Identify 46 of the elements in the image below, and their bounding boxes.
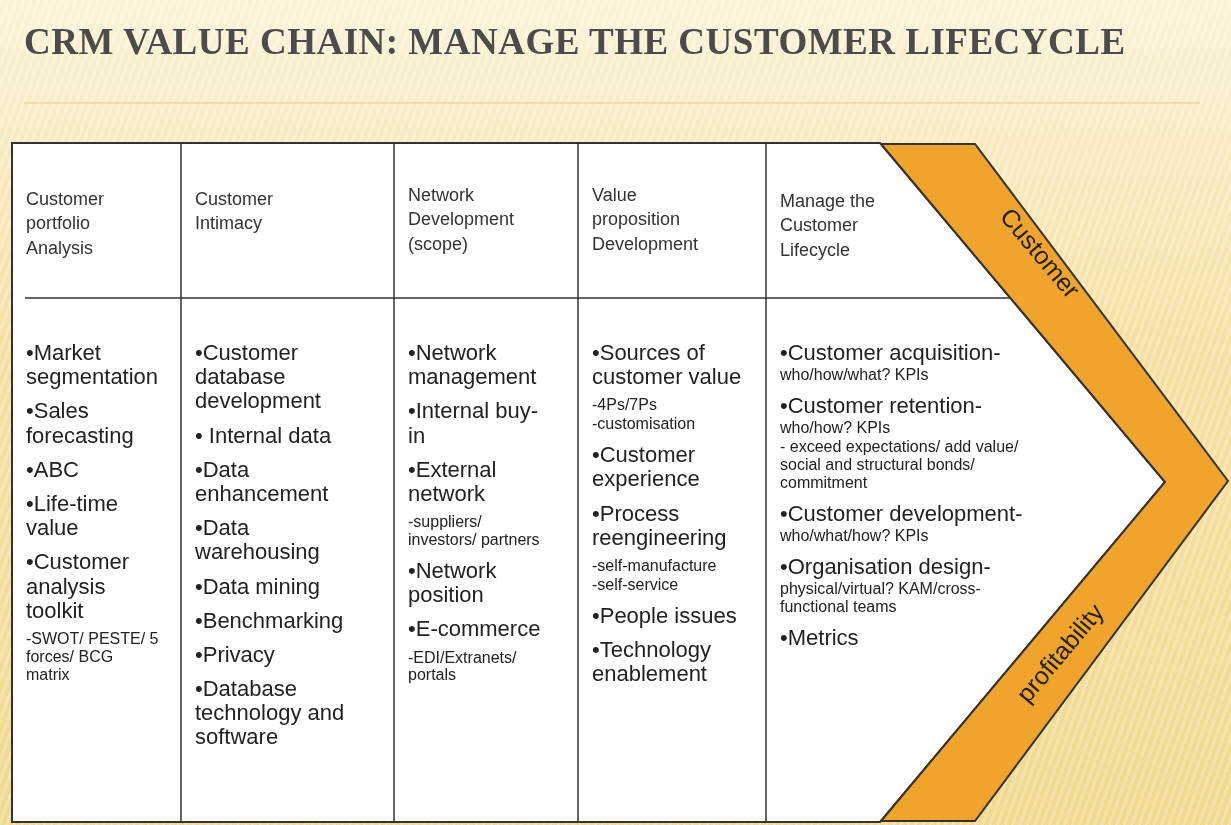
bullet-item: • Internal data <box>195 423 333 448</box>
bullet-item: •Benchmarking <box>195 608 345 633</box>
sub-item: -customisation <box>592 415 697 434</box>
sub-item: who/how/what? KPIs <box>780 366 930 385</box>
bullet-item: •Customer analysis toolkit <box>26 550 131 623</box>
bullet-item: •Data mining <box>195 574 322 599</box>
bullet-item: •Data enhancement <box>195 457 330 507</box>
bullet-item: •Sales forecasting <box>26 399 135 448</box>
bullet-item: •Market segmentation <box>26 341 160 390</box>
bullet-item: •Database technology and software <box>195 677 346 750</box>
bullet-item: •Customer acquisition- <box>780 341 1002 366</box>
bullet-item: •Life-time value <box>26 491 120 541</box>
sub-item: physical/virtual? KAM/cross-functional teams <box>780 580 982 616</box>
bullet-item: •Customer experience <box>592 443 701 492</box>
sub-item: who/what/how? KPIs <box>780 527 930 545</box>
sub-item: -self-service <box>592 575 680 594</box>
bullet-item: •Privacy <box>195 642 276 668</box>
bullet-item: •Customer retention- <box>780 394 984 419</box>
bullet-item: •Sources of customer value <box>592 341 743 390</box>
column-heading: Manage the Customer Lifecycle <box>780 190 877 262</box>
bullet-item: •Internal buy-in <box>408 399 539 448</box>
sub-item: - exceed expectations/ add value/ social and structural bonds/ commitment <box>780 438 1020 492</box>
slide-title: CRM VALUE CHAIN: MANAGE THE CUSTOMER LIFECYCLE <box>24 20 1126 63</box>
bullet-item: •Process reengineering <box>592 501 728 550</box>
column-heading: Network Development (scope) <box>408 184 516 256</box>
sub-item: -self-manufacture <box>592 556 718 575</box>
bullet-item: •Technology enablement <box>592 637 712 687</box>
column-heading: Value proposition Development <box>592 184 700 256</box>
bullet-item: •ABC <box>26 457 80 482</box>
sub-item: -EDI/Extranets/ portals <box>408 648 518 685</box>
bullet-item: •External network <box>408 457 498 507</box>
column-heading: Customer portfolio Analysis <box>26 188 106 260</box>
bullet-item: •Data warehousing <box>195 516 321 565</box>
sub-item: who/how? KPIs <box>780 419 892 438</box>
bullet-item: •Organisation design- <box>780 555 992 580</box>
bullet-item: •Customer development- <box>780 501 1024 527</box>
bullet-item: •E-commerce <box>408 617 542 642</box>
sub-item: -4Ps/7Ps <box>592 396 658 415</box>
bullet-item: •Metrics <box>780 626 860 651</box>
sub-item: -suppliers/ investors/ partners <box>408 513 541 549</box>
bullet-item: •Customer database development <box>195 341 322 414</box>
bullet-item: •Network position <box>408 558 498 608</box>
sub-item: -SWOT/ PESTE/ 5 forces/ BCG matrix <box>26 629 160 684</box>
bullet-item: •Network management <box>408 341 538 390</box>
column-heading: Customer Intimacy <box>195 188 275 236</box>
bullet-item: •People issues <box>592 603 738 628</box>
